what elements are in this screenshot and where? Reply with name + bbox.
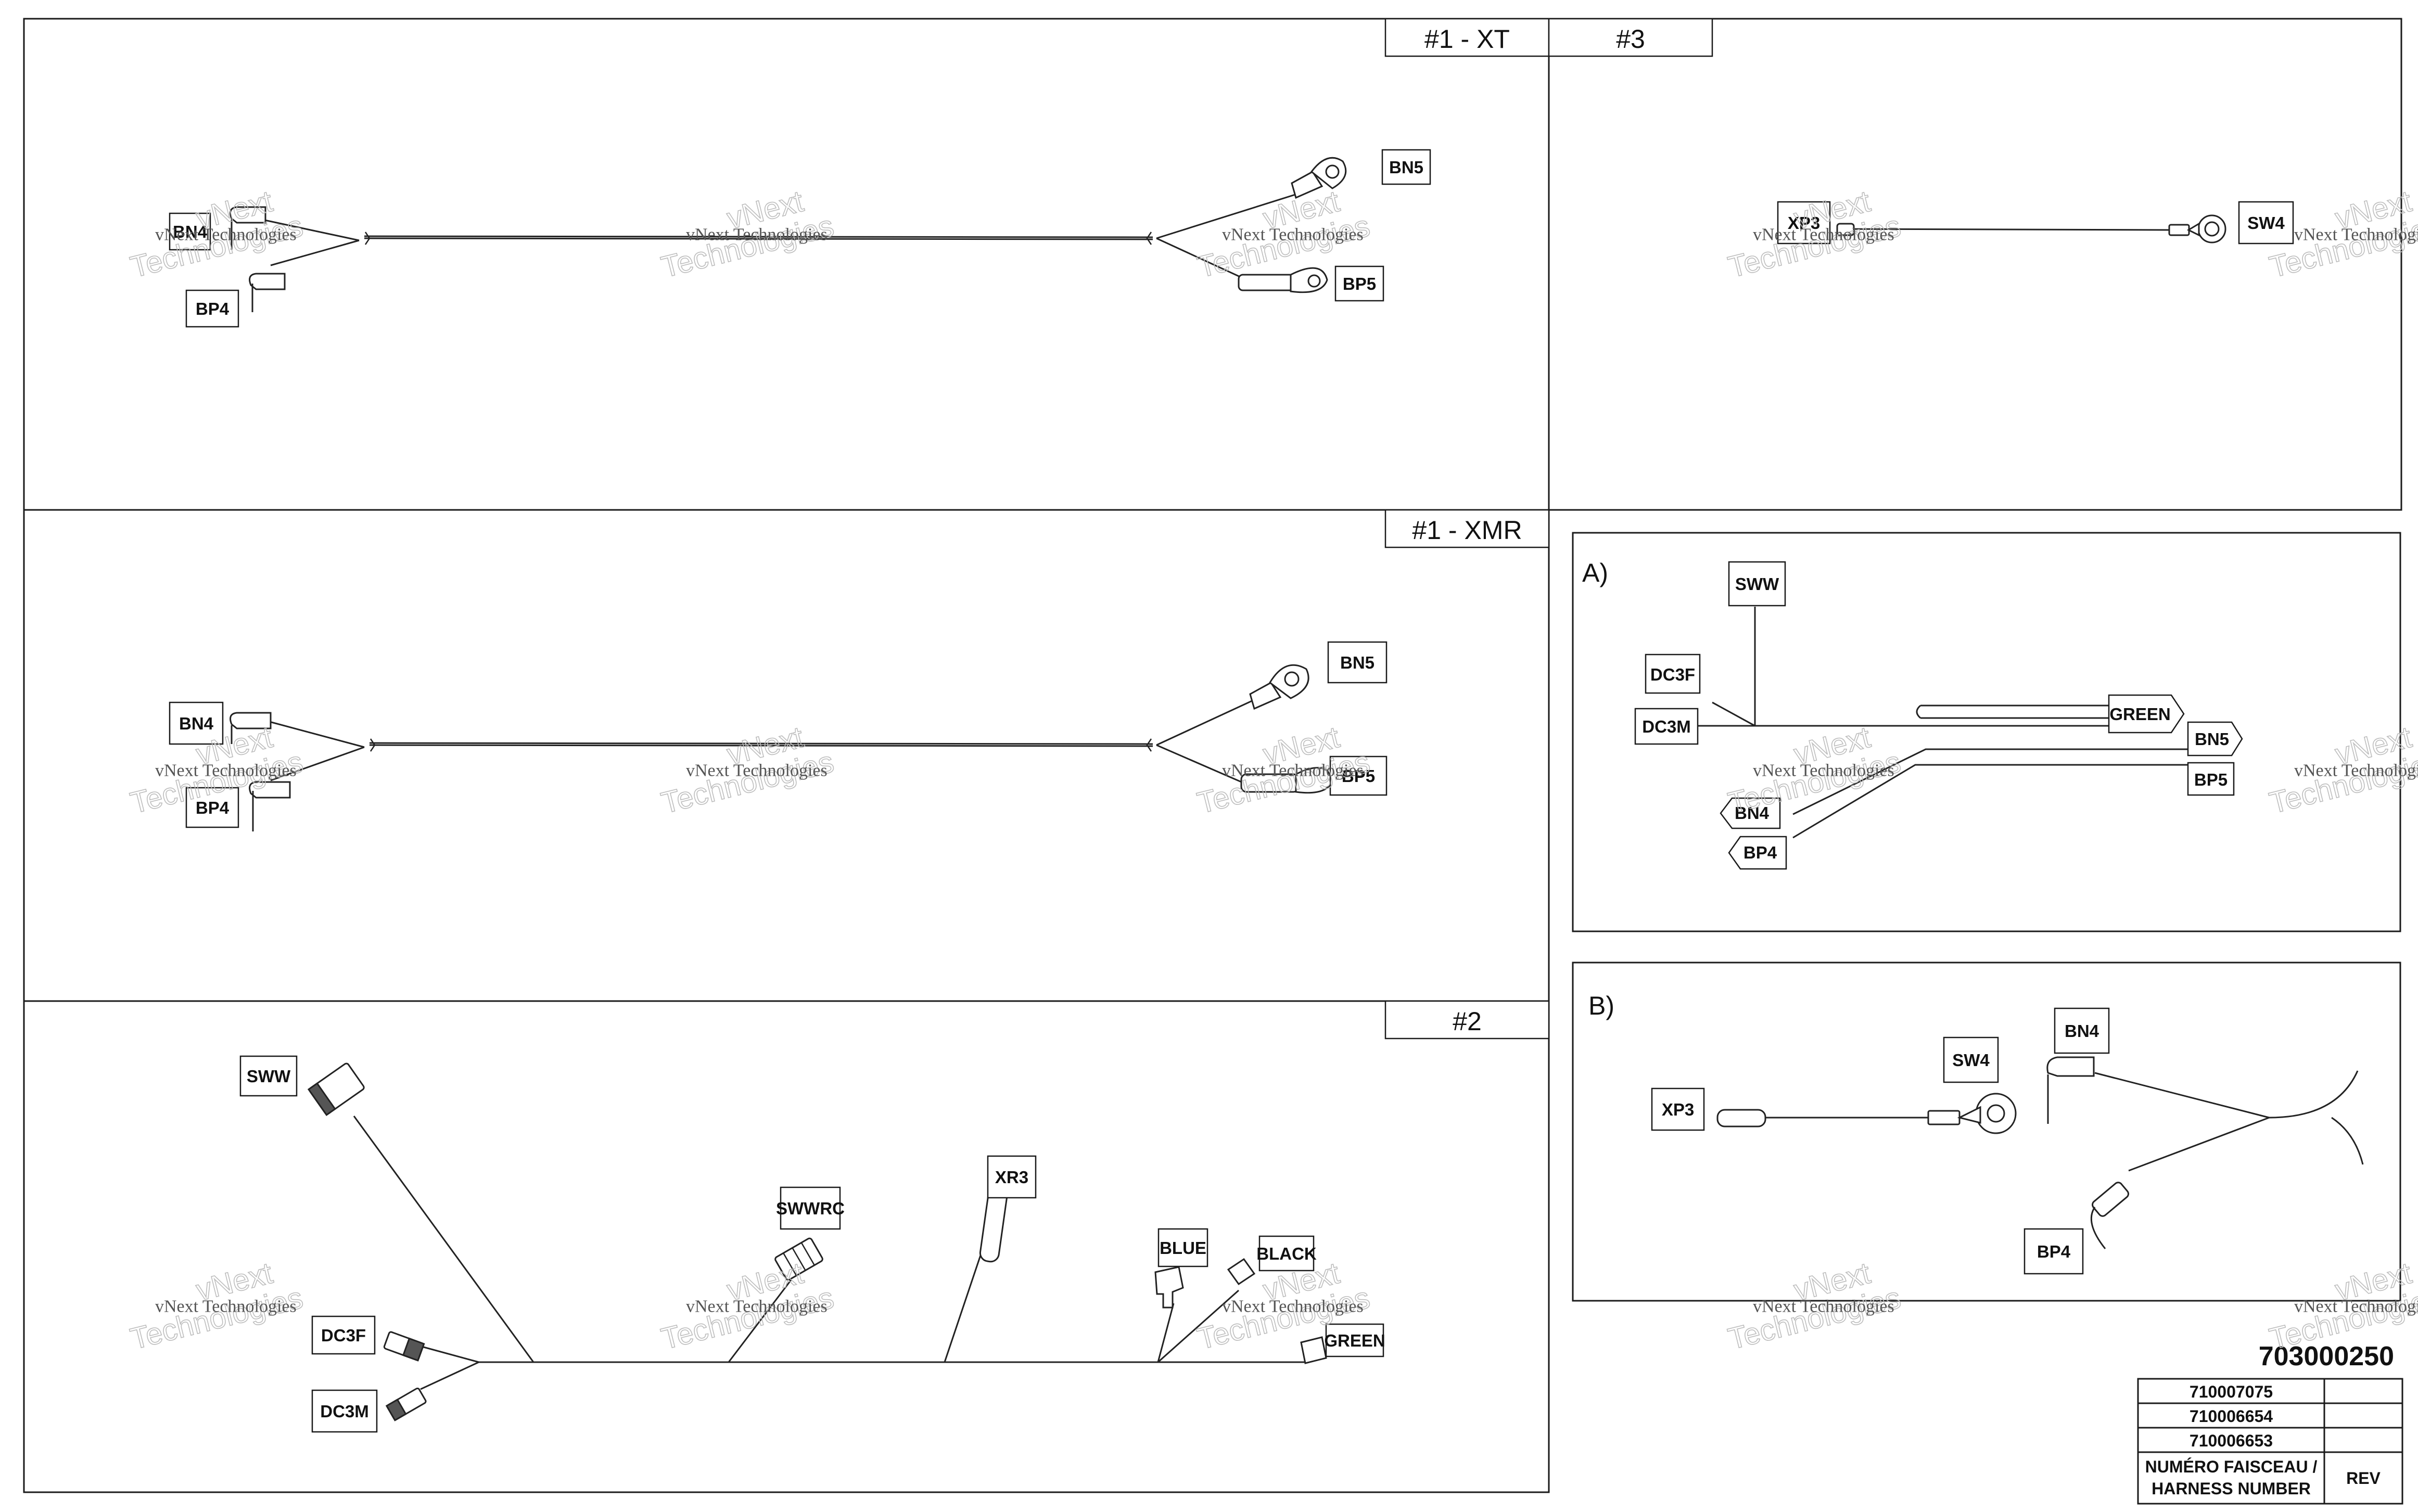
watermark-caption: vNext Technologies <box>1753 761 1894 780</box>
view-tab-3-label: #3 <box>1616 24 1645 54</box>
view-tab-xt: #1 - XT <box>1384 18 1550 57</box>
label-bn4-xt: BN4 <box>173 222 208 241</box>
label-dc3m-v2: DC3M <box>320 1402 369 1421</box>
view-2: SWW DC3F DC3M SWWRC XR3 BLUE BLACK GREEN <box>239 1055 1385 1433</box>
view-tab-2-label: #2 <box>1453 1007 1482 1036</box>
label-xp3-view3: XP3 <box>1788 213 1820 233</box>
watermark-caption: vNext Technologies <box>2294 761 2418 780</box>
label-green-a: GREEN <box>2109 704 2170 724</box>
label-bn5-xmr: BN5 <box>1340 653 1375 672</box>
harness-number-row-3: 710006653 <box>2190 1431 2273 1450</box>
detail-a-title: A) <box>1582 558 1608 587</box>
label-swwrc-v2: SWWRC <box>776 1199 845 1218</box>
watermark-caption: vNext Technologies <box>686 761 828 780</box>
label-xp3-b: XP3 <box>1662 1100 1694 1119</box>
watermark-caption: vNext Technologies <box>2294 1297 2418 1316</box>
label-bp4-a: BP4 <box>1743 843 1777 862</box>
label-sww-a: SWW <box>1735 574 1779 594</box>
view-3: XP3 SW4 <box>1777 201 2294 245</box>
label-bn4-b: BN4 <box>2065 1021 2099 1041</box>
label-blue-v2: BLUE <box>1160 1238 1206 1258</box>
label-sw4-b: SW4 <box>1952 1050 1990 1070</box>
harness-number-row-1: 710007075 <box>2190 1382 2273 1401</box>
watermark-caption: vNext Technologies <box>155 1297 297 1316</box>
label-bn4-a: BN4 <box>1735 803 1770 823</box>
label-dc3m-a: DC3M <box>1642 717 1691 736</box>
watermark-caption: vNext Technologies <box>155 225 297 245</box>
label-bp4-xt: BP4 <box>196 299 230 318</box>
watermark-caption: vNext Technologies <box>1222 1297 1364 1316</box>
view-tab-xt-label: #1 - XT <box>1424 24 1510 54</box>
label-dc3f-v2: DC3F <box>321 1326 366 1345</box>
view-1-xt: BN4 BP4 BN5 BP5 <box>169 149 1431 328</box>
label-bp5-a: BP5 <box>2194 770 2228 789</box>
view-tab-3: #3 <box>1548 18 1713 57</box>
harness-number-row-2: 710006654 <box>2190 1407 2273 1426</box>
watermark-caption: vNext Technologies <box>155 761 297 780</box>
label-bn5-xt: BN5 <box>1389 158 1423 177</box>
drawing-part-number: 703000250 <box>2259 1341 2394 1372</box>
view-tab-xmr: #1 - XMR <box>1384 509 1550 548</box>
detail-b-title: B) <box>1588 991 1614 1020</box>
watermark-caption: vNext Technologies <box>2294 225 2418 245</box>
label-bp4-xmr: BP4 <box>196 798 230 817</box>
view-tab-xmr-label: #1 - XMR <box>1412 516 1522 545</box>
watermark-caption: vNext Technologies <box>1753 225 1894 245</box>
label-black-v2: BLACK <box>1256 1244 1317 1263</box>
watermark-caption: vNext Technologies <box>1222 761 1364 780</box>
view-frames <box>23 18 2402 1493</box>
detail-a: A) SWW DC3F DC3M GREEN BN5 BP5 BN4 BP4 <box>1572 532 2401 932</box>
view-1-xmr: BN4 BP4 BN5 BP5 <box>169 641 1388 831</box>
watermark-caption: vNext Technologies <box>1753 1297 1894 1316</box>
label-bp4-b: BP4 <box>2037 1242 2071 1261</box>
label-xr3-v2: XR3 <box>995 1168 1028 1187</box>
label-bp5-xt: BP5 <box>1343 274 1376 293</box>
label-bn5-a: BN5 <box>2195 729 2229 749</box>
harness-number-header-2: HARNESS NUMBER <box>2152 1479 2311 1498</box>
label-bn4-xmr: BN4 <box>179 714 214 733</box>
rev-header: REV <box>2346 1469 2381 1488</box>
harness-number-header-1: NUMÉRO FAISCEAU / <box>2145 1457 2318 1476</box>
watermark-caption: vNext Technologies <box>686 1297 828 1316</box>
view-tab-2: #2 <box>1384 1000 1550 1040</box>
label-dc3f-a: DC3F <box>1650 665 1695 684</box>
watermark-caption: vNext Technologies <box>1222 225 1364 245</box>
label-green-v2: GREEN <box>1324 1331 1385 1350</box>
label-sww-v2: SWW <box>247 1067 291 1086</box>
detail-b: B) XP3 SW4 BN4 BP4 <box>1572 962 2401 1302</box>
title-block: 703000250 710007075 710006654 710006653 … <box>2137 1341 2403 1505</box>
label-bp5-xmr: BP5 <box>1342 766 1375 786</box>
label-sw4-view3: SW4 <box>2247 213 2285 233</box>
watermark-caption: vNext Technologies <box>686 225 828 245</box>
